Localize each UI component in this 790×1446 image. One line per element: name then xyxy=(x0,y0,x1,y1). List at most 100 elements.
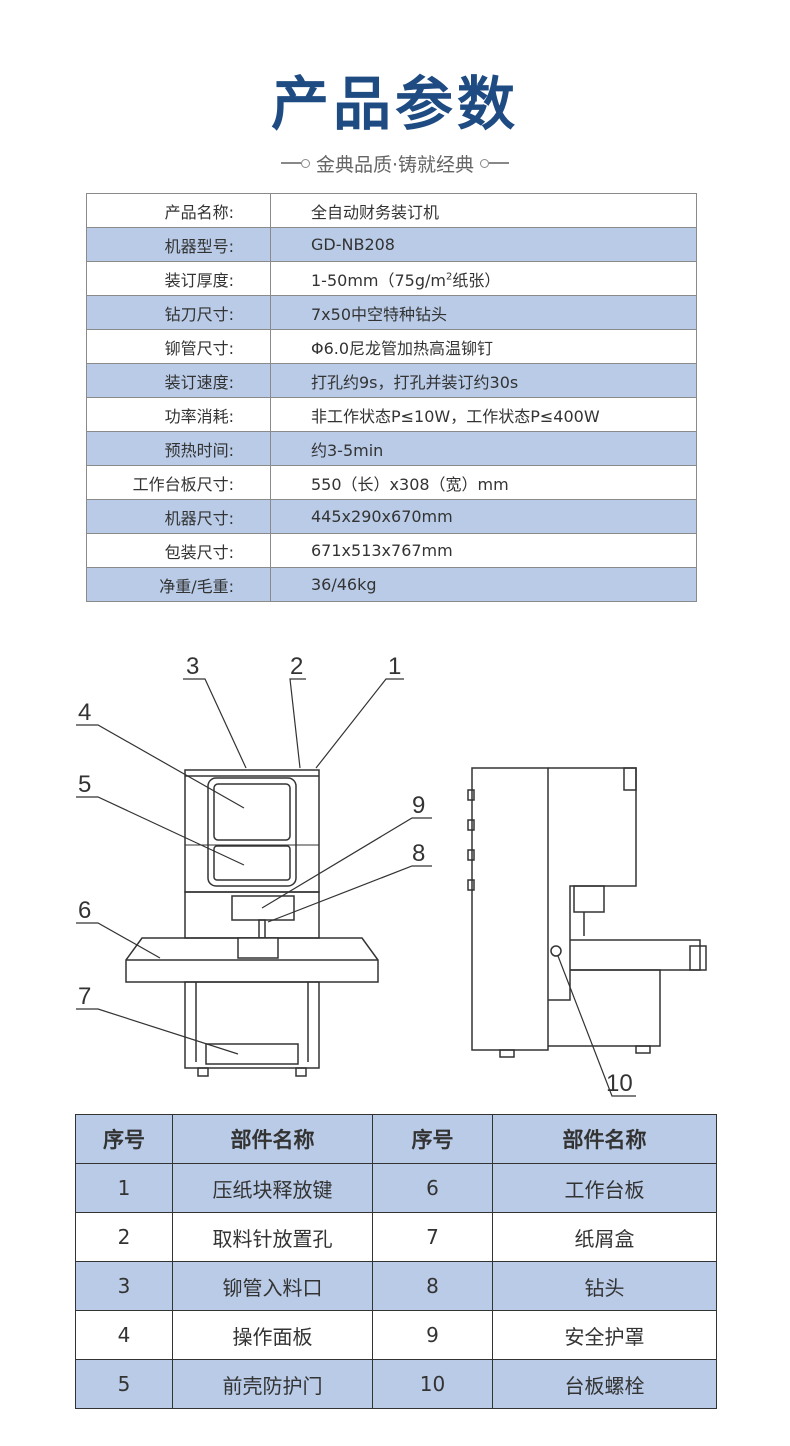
spec-row: 预热时间:约3-5min xyxy=(86,431,697,466)
parts-row: 1 压纸块释放键 6 工作台板 xyxy=(75,1163,717,1213)
spec-value: 1-50mm（75g/m2纸张） xyxy=(270,261,697,296)
spec-row: 装订厚度:1-50mm（75g/m2纸张） xyxy=(86,261,697,296)
front-foot-right xyxy=(295,1067,307,1077)
spec-value: 全自动财务装订机 xyxy=(270,193,697,228)
side-view xyxy=(467,767,707,1058)
callout-1: 1 xyxy=(388,653,401,680)
spec-value-text: 纸张） xyxy=(452,270,501,290)
spec-row: 机器型号:GD-NB208 xyxy=(86,227,697,262)
spec-row: 功率消耗:非工作状态P≤10W，工作状态P≤400W xyxy=(86,397,697,432)
page-title: 产品参数 xyxy=(270,70,519,138)
parts-cell: 4 xyxy=(75,1310,173,1360)
callout-5: 5 xyxy=(78,771,91,798)
parts-cell: 9 xyxy=(372,1310,493,1360)
spec-row: 机器尺寸:445x290x670mm xyxy=(86,499,697,534)
spec-value-superscript: 2 xyxy=(445,271,453,283)
parts-header-cell: 部件名称 xyxy=(172,1114,373,1164)
parts-header-cell: 部件名称 xyxy=(492,1114,717,1164)
spec-value: Φ6.0尼龙管加热高温铆钉 xyxy=(270,329,697,364)
spec-label: 功率消耗: xyxy=(86,397,271,432)
leader-2 xyxy=(289,678,306,769)
spec-label: 净重/毛重: xyxy=(86,567,271,602)
spec-label: 装订厚度: xyxy=(86,261,271,296)
parts-cell: 前壳防护门 xyxy=(172,1359,373,1409)
spec-value: 445x290x670mm xyxy=(270,499,697,534)
parts-cell: 台板螺栓 xyxy=(492,1359,717,1409)
spec-label: 装订速度: xyxy=(86,363,271,398)
leader-8 xyxy=(267,865,432,923)
parts-cell: 5 xyxy=(75,1359,173,1409)
callout-6: 6 xyxy=(78,897,91,924)
parts-row: 5 前壳防护门 10 台板螺栓 xyxy=(75,1359,717,1409)
spec-row: 包装尺寸:671x513x767mm xyxy=(86,533,697,568)
front-body xyxy=(184,769,320,893)
side-tray xyxy=(570,939,701,971)
parts-row: 4 操作面板 9 安全护罩 xyxy=(75,1310,717,1360)
table-bolt xyxy=(550,945,562,957)
parts-row: 3 铆管入料口 8 钻头 xyxy=(75,1261,717,1311)
leader-3 xyxy=(183,678,247,769)
parts-cell: 铆管入料口 xyxy=(172,1261,373,1311)
parts-cell: 钻头 xyxy=(492,1261,717,1311)
spec-label: 预热时间: xyxy=(86,431,271,466)
leader-5 xyxy=(76,796,245,866)
spec-label: 铆管尺寸: xyxy=(86,329,271,364)
side-drill-housing xyxy=(573,885,605,913)
parts-cell: 2 xyxy=(75,1212,173,1262)
parts-header-row: 序号 部件名称 序号 部件名称 xyxy=(75,1114,717,1164)
spec-label: 产品名称: xyxy=(86,193,271,228)
leader-6 xyxy=(76,922,161,959)
parts-cell: 7 xyxy=(372,1212,493,1262)
spec-row: 净重/毛重:36/46kg xyxy=(86,567,697,602)
callout-8: 8 xyxy=(412,840,425,867)
door-lower-window xyxy=(213,845,291,881)
callout-2: 2 xyxy=(290,653,303,680)
spec-value-text: 1-50mm（75g/m xyxy=(311,270,446,290)
side-lower-body xyxy=(548,969,661,1047)
parts-cell: 1 xyxy=(75,1163,173,1213)
parts-cell: 10 xyxy=(372,1359,493,1409)
subtitle-row: 金典品质·铸就经典 xyxy=(0,148,790,178)
spec-label: 机器型号: xyxy=(86,227,271,262)
parts-cell: 安全护罩 xyxy=(492,1310,717,1360)
parts-cell: 3 xyxy=(75,1261,173,1311)
side-foot-right xyxy=(635,1045,651,1054)
side-back-strip xyxy=(467,819,475,831)
spec-label: 工作台板尺寸: xyxy=(86,465,271,500)
side-top-lid xyxy=(623,767,637,791)
leader-9 xyxy=(261,817,432,909)
side-foot-left xyxy=(499,1049,515,1058)
callout-3: 3 xyxy=(186,653,199,680)
spec-value: 约3-5min xyxy=(270,431,697,466)
leader-1 xyxy=(315,678,404,769)
parts-cell: 工作台板 xyxy=(492,1163,717,1213)
lower-cabinet xyxy=(184,891,320,939)
parts-cell: 纸屑盒 xyxy=(492,1212,717,1262)
leader-4 xyxy=(76,724,245,809)
waste-box xyxy=(205,1043,299,1065)
callout-7: 7 xyxy=(78,983,91,1010)
right-ornament xyxy=(480,158,510,168)
machine-diagram: 1 2 3 4 5 6 7 8 9 10 xyxy=(76,653,707,1097)
parts-cell: 取料针放置孔 xyxy=(172,1212,373,1262)
spec-value: GD-NB208 xyxy=(270,227,697,262)
callout-9: 9 xyxy=(412,792,425,819)
side-tray-tip xyxy=(689,945,707,971)
side-back-strip xyxy=(467,789,475,801)
parts-header-cell: 序号 xyxy=(75,1114,173,1164)
parts-cell: 压纸块释放键 xyxy=(172,1163,373,1213)
parts-row: 2 取料针放置孔 7 纸屑盒 xyxy=(75,1212,717,1262)
table-gap xyxy=(237,937,279,959)
spec-value: 非工作状态P≤10W，工作状态P≤400W xyxy=(270,397,697,432)
parts-cell: 6 xyxy=(372,1163,493,1213)
leader-10 xyxy=(557,955,636,1097)
operation-panel xyxy=(213,783,291,841)
subtitle: 金典品质·铸就经典 xyxy=(315,153,475,176)
base-body xyxy=(184,981,320,1069)
spec-value: 36/46kg xyxy=(270,567,697,602)
left-ornament xyxy=(280,158,310,168)
side-back-strip xyxy=(467,849,475,861)
front-foot-left xyxy=(197,1067,209,1077)
side-back-strip xyxy=(467,879,475,891)
spec-row: 钻刀尺寸:7x50中空特种钻头 xyxy=(86,295,697,330)
